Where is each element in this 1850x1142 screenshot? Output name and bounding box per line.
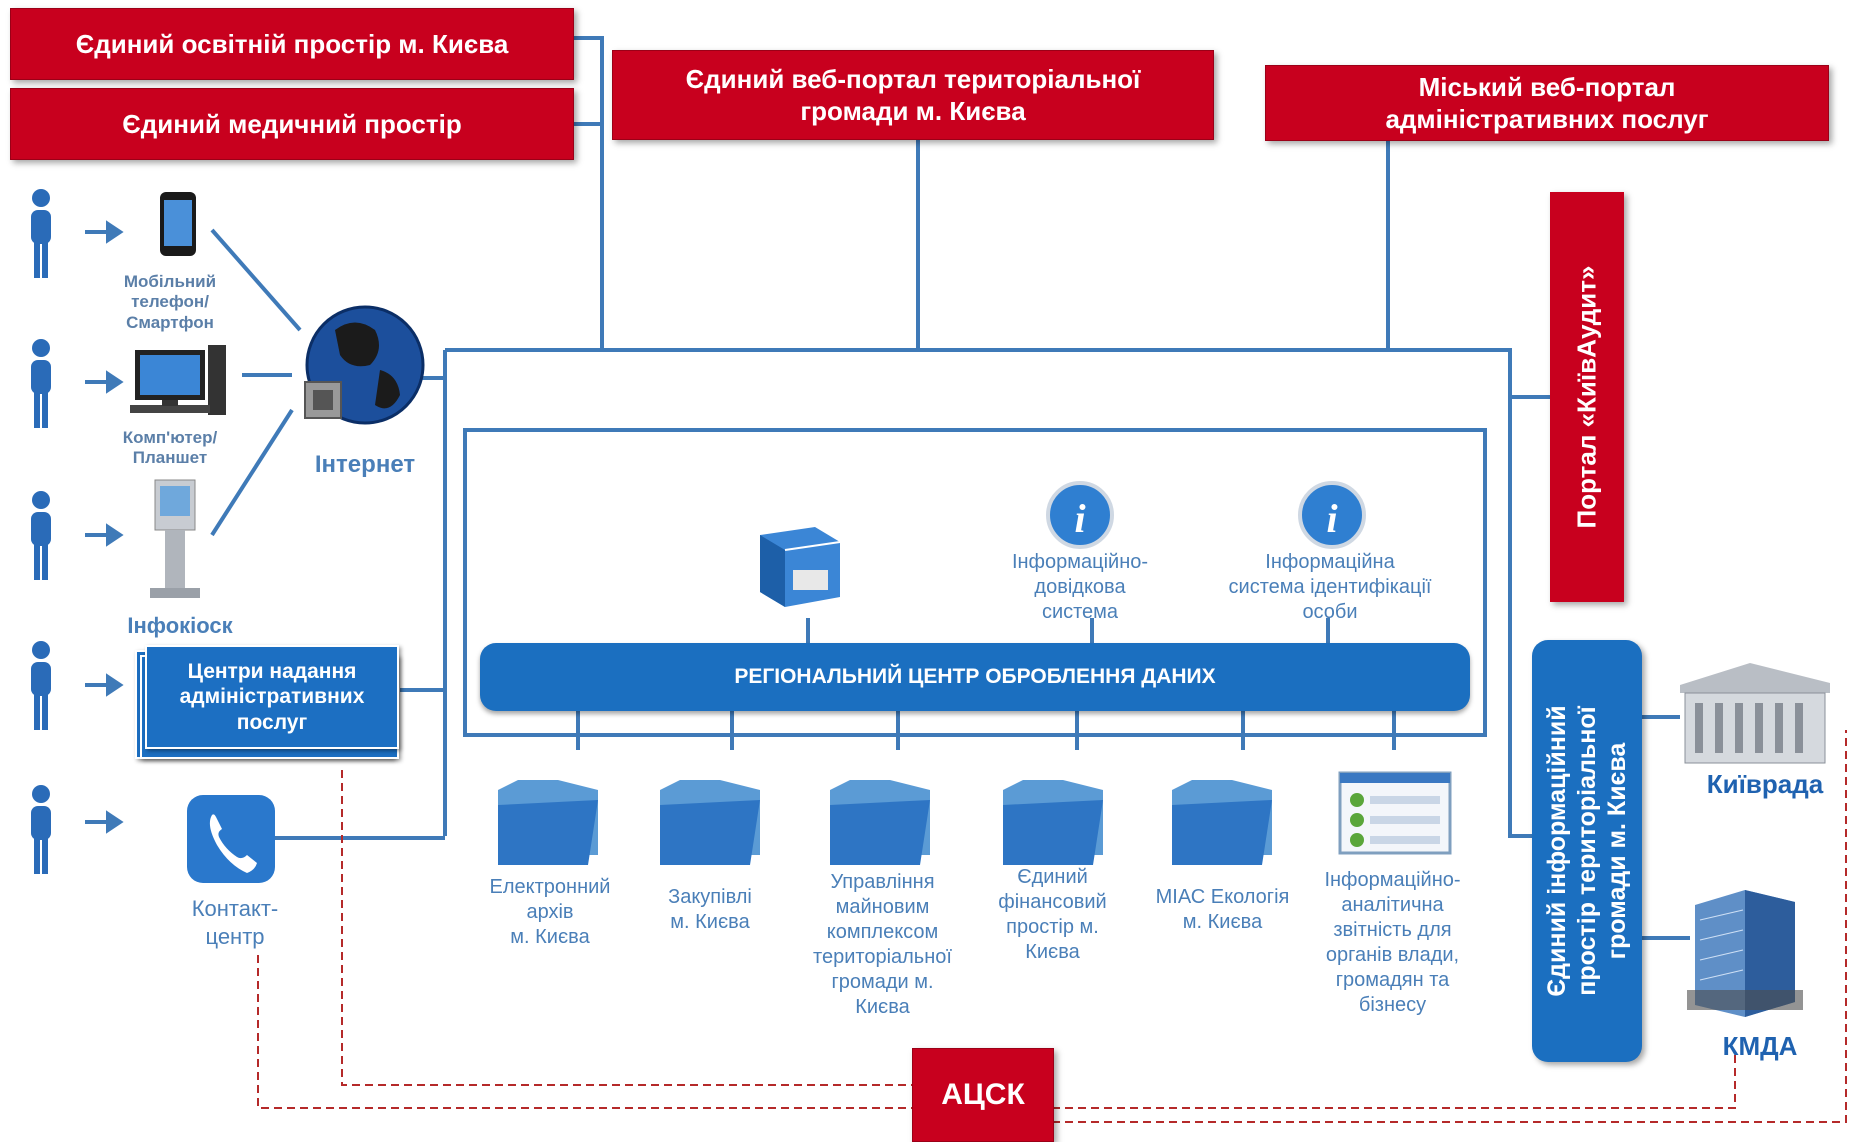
mobile-label: Мобільний телефон/ Смартфон — [123, 272, 217, 332]
subsystem-ecology-label: МІАС Екологія м. Києва — [1155, 886, 1290, 933]
computer-label: Комп'ютер/ Планшет — [122, 428, 218, 468]
medical-space-box: Єдиний медичний простір — [10, 88, 574, 160]
unified-info-space-label: Єдиний інформаційний простір територіаль… — [1543, 705, 1631, 997]
regional-data-center-label: РЕГІОНАЛЬНИЙ ЦЕНТР ОБРОБЛЕННЯ ДАНИХ — [734, 665, 1216, 688]
info-reference-system-label: Інформаційно- довідкова система — [1011, 551, 1149, 623]
medical-space-label: Єдиний медичний простір — [122, 108, 462, 139]
inner-frame — [463, 428, 1487, 737]
subsystem-archive-label: Електронний архів м. Києва — [489, 876, 611, 948]
identification-system-label: Інформаційна система ідентифікації особи — [1228, 551, 1432, 623]
kiosk-label: Інфокіоск — [127, 613, 233, 638]
kyivrada-label: Київрада — [1706, 769, 1824, 799]
admin-services-portal-box: Міський веб-портал адміністративних посл… — [1265, 65, 1829, 141]
admin-services-portal-label: Міський веб-портал адміністративних посл… — [1385, 71, 1709, 135]
outer-frame — [445, 348, 1535, 838]
web-portal-label: Єдиний веб-портал територіальної громади… — [685, 63, 1141, 127]
subsystem-property-label: Управління майновим комплексом територіа… — [813, 871, 952, 1018]
service-centers-label: Центри надання адміністративних послуг — [179, 660, 365, 734]
education-space-box: Єдиний освітній простір м. Києва — [10, 8, 574, 80]
acsk-box: АЦСК — [912, 1048, 1054, 1142]
contact-center-label: Контакт- центр — [191, 896, 279, 949]
subsystem-procurement-label: Закупівлі м. Києва — [668, 886, 752, 933]
education-space-label: Єдиний освітній простір м. Києва — [75, 28, 509, 59]
regional-data-center-bar: РЕГІОНАЛЬНИЙ ЦЕНТР ОБРОБЛЕННЯ ДАНИХ — [480, 643, 1470, 711]
internet-label: Інтернет — [314, 451, 416, 478]
dashed-line-centers — [341, 770, 912, 1086]
dashed-line-contact — [257, 955, 912, 1109]
kyiv-audit-portal-box: Портал «КиївАудит» — [1550, 192, 1624, 602]
kyiv-audit-portal-label: Портал «КиївАудит» — [1571, 265, 1602, 529]
acsk-label: АЦСК — [941, 1078, 1025, 1112]
subsystem-finance-label: Єдиний фінансовий простір м. Києва — [998, 866, 1107, 963]
service-centers-box: Центри надання адміністративних послуг — [145, 645, 399, 749]
web-portal-box: Єдиний веб-портал територіальної громади… — [612, 50, 1214, 140]
subsystem-reporting-label: Інформаційно- аналітична звітність для о… — [1324, 869, 1461, 1016]
dashed-line-right — [1052, 730, 1847, 1123]
dashed-line-kmda — [1052, 1050, 1736, 1109]
kmda-label: КМДА — [1722, 1031, 1798, 1061]
unified-info-space-box: Єдиний інформаційний простір територіаль… — [1532, 640, 1642, 1062]
